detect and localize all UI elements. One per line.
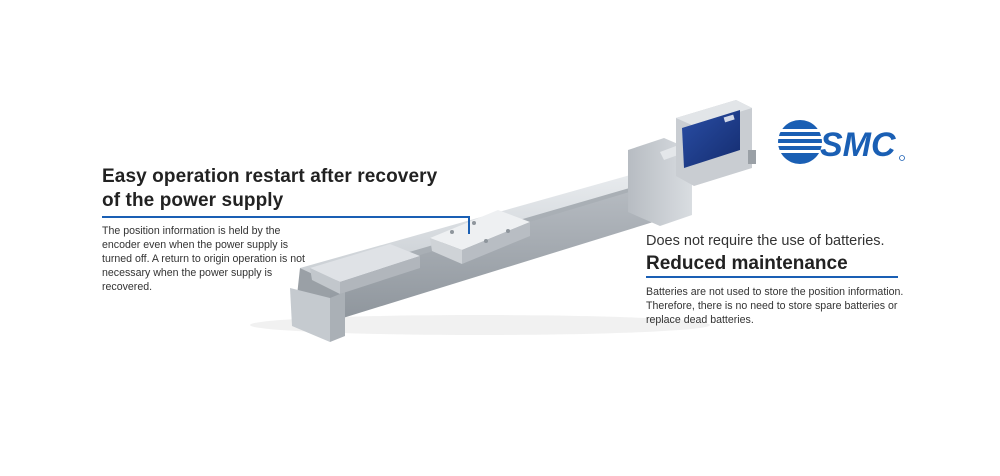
left-feature-callout-line bbox=[468, 216, 470, 234]
left-feature-heading: Easy operation restart after recovery of… bbox=[102, 165, 470, 213]
right-feature-title: Reduced maintenance bbox=[646, 253, 848, 274]
left-feature-divider bbox=[102, 216, 470, 218]
left-feature-title-line1: Easy operation restart after recovery bbox=[102, 166, 438, 187]
right-feature-divider bbox=[646, 276, 898, 278]
left-feature-title-line2: of the power supply bbox=[102, 190, 284, 211]
smc-logo-text: SMC bbox=[820, 126, 896, 164]
right-feature-heading: Does not require the use of batteries. R… bbox=[646, 232, 906, 276]
smc-logo-icon: SMC bbox=[778, 120, 905, 164]
left-feature-description: The position information is held by the … bbox=[102, 225, 305, 293]
right-feature-intro: Does not require the use of batteries. bbox=[646, 233, 885, 249]
right-feature-description: Batteries are not used to store the posi… bbox=[646, 286, 904, 326]
